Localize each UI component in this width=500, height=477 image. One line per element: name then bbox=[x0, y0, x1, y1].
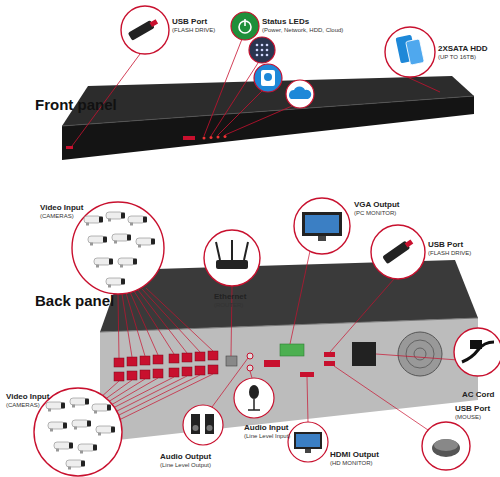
part-name: USB Port bbox=[455, 404, 490, 413]
camera-callout bbox=[72, 202, 164, 294]
power-led-callout bbox=[231, 12, 259, 40]
power-socket bbox=[352, 342, 376, 366]
logo-mark bbox=[183, 136, 195, 140]
network-led-callout bbox=[249, 37, 275, 63]
part-name: Video Input bbox=[40, 203, 83, 212]
usb-drive-callout bbox=[121, 6, 169, 54]
part-name: Audio Output bbox=[160, 452, 211, 461]
part-note: (UP TO 16TB) bbox=[438, 54, 476, 61]
section-heading: Back panel bbox=[35, 292, 114, 309]
device-back bbox=[100, 318, 478, 442]
part-name: Audio Input bbox=[244, 423, 288, 432]
part-name: Video Input bbox=[6, 392, 49, 401]
hdd-callout bbox=[385, 27, 435, 77]
router-callout bbox=[204, 230, 260, 286]
part-note: (Line Level Input) bbox=[244, 433, 290, 440]
part-name: Status LEDs bbox=[262, 17, 309, 26]
audio-jack bbox=[247, 365, 253, 371]
monitor-callout bbox=[294, 198, 350, 254]
usb-port bbox=[66, 146, 73, 149]
part-note: (HD MONITOR) bbox=[330, 460, 373, 467]
part-name: HDMI Output bbox=[330, 450, 379, 459]
ac-cord-callout bbox=[454, 328, 500, 376]
camera-callout bbox=[34, 388, 122, 476]
part-note: (ROUTER) bbox=[214, 302, 243, 309]
part-name: USB Port bbox=[172, 17, 207, 26]
part-note: (MOUSE) bbox=[455, 414, 481, 421]
video-input-ports bbox=[114, 351, 218, 381]
led bbox=[210, 136, 213, 139]
part-name: AC Cord bbox=[462, 390, 494, 399]
hdd-led-callout bbox=[254, 64, 282, 92]
monitor-callout bbox=[288, 422, 328, 462]
part-note: (PC MONITOR) bbox=[354, 210, 396, 217]
hdmi-port bbox=[300, 372, 314, 377]
part-name: 2XSATA HDD bbox=[438, 44, 488, 53]
part-name: VGA Output bbox=[354, 200, 399, 209]
part-note: (FLASH DRIVE) bbox=[172, 27, 215, 34]
usb-port bbox=[324, 352, 335, 357]
device-edge bbox=[100, 318, 478, 332]
part-name: Ethernet bbox=[214, 292, 246, 301]
mouse-callout bbox=[422, 422, 470, 470]
speaker-callout bbox=[183, 405, 223, 445]
ethernet-port bbox=[226, 356, 237, 366]
led bbox=[203, 137, 206, 140]
led bbox=[224, 135, 227, 138]
vga-port bbox=[264, 360, 280, 367]
cloud-led-callout bbox=[286, 80, 314, 108]
microphone-callout bbox=[234, 378, 274, 418]
part-note: (FLASH DRIVE) bbox=[428, 250, 471, 257]
part-note: (Power, Network, HDD, Cloud) bbox=[262, 27, 343, 34]
device-edge bbox=[62, 96, 474, 126]
part-note: (CAMERAS) bbox=[6, 402, 40, 409]
device-front bbox=[62, 96, 474, 160]
part-note: (CAMERAS) bbox=[40, 213, 74, 220]
usb-drive-callout bbox=[371, 225, 425, 279]
part-name: USB Port bbox=[428, 240, 463, 249]
fan-grille bbox=[398, 332, 442, 376]
part-note: (Line Level Output) bbox=[160, 462, 211, 469]
usb-port bbox=[324, 361, 335, 366]
led bbox=[217, 136, 220, 139]
section-heading: Front panel bbox=[35, 96, 117, 113]
terminal-block bbox=[280, 344, 304, 356]
